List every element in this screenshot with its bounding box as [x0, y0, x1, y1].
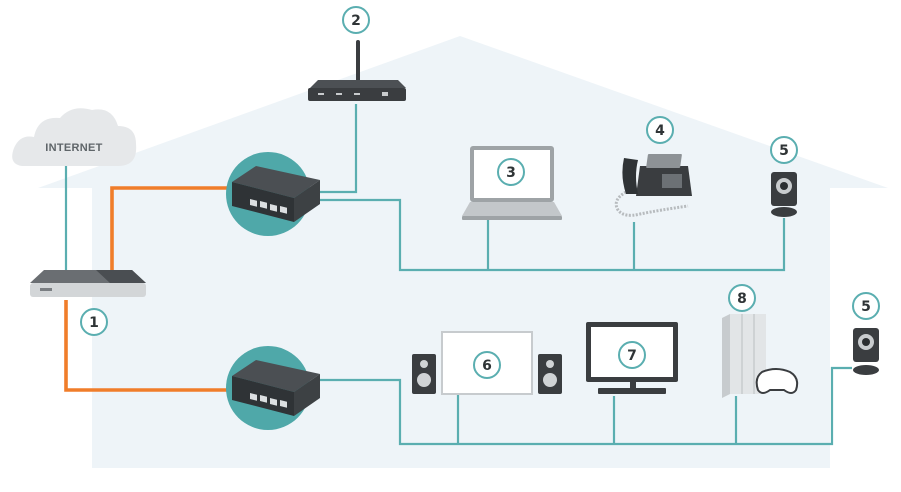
callout-5-upper-label: 5: [779, 143, 789, 159]
tv-with-speakers: [412, 331, 562, 395]
cable-switch-to-router: [320, 104, 358, 194]
modem-top-accent: [96, 270, 146, 283]
router-top: [310, 80, 406, 88]
speaker-right-tweeter: [546, 360, 554, 368]
switch-lower-port-1: [250, 393, 257, 401]
security-camera-upper: [771, 172, 797, 217]
phone-handset: [622, 158, 638, 194]
modem-body: [30, 283, 146, 297]
laptop-base-edge: [462, 216, 562, 220]
phone-display: [646, 154, 682, 168]
speaker-left-woofer: [417, 373, 431, 387]
switch-lower-top: [232, 360, 320, 392]
callout-3: 3: [497, 158, 525, 186]
router-led-3: [354, 93, 360, 95]
camera-lower-lens: [862, 338, 870, 346]
callout-5-upper: 5: [770, 136, 798, 164]
cable-modem-to-upper-switch: [110, 186, 232, 278]
router-led-1: [318, 93, 324, 95]
switch-upper-top: [232, 166, 320, 198]
callout-7-label: 7: [627, 348, 637, 364]
game-console: [722, 314, 799, 398]
cable-upper-switch-bus: [320, 198, 786, 272]
switch-lower-side: [294, 374, 320, 416]
callout-1: 1: [80, 308, 108, 336]
cable-modem-to-lower-switch: [64, 300, 232, 392]
phone-keypad: [662, 174, 682, 188]
callout-6-label: 6: [482, 358, 492, 374]
callout-8: 8: [728, 284, 756, 312]
console-side: [722, 314, 730, 398]
cable-lower-switch-bus: [320, 366, 852, 446]
callout-6: 6: [473, 351, 501, 379]
callout-3-label: 3: [506, 165, 516, 181]
game-controller: [755, 368, 799, 394]
callout-2: 2: [342, 6, 370, 34]
callout-4-label: 4: [655, 123, 665, 139]
camera-upper-stand: [771, 207, 797, 217]
tv-stand: [598, 388, 666, 394]
camera-upper-lens: [780, 182, 788, 190]
internet-label: INTERNET: [45, 142, 102, 154]
phone-cord: [614, 190, 689, 217]
internet-cloud: INTERNET: [12, 108, 137, 166]
camera-lower-stand: [853, 365, 879, 375]
switch-upper-port-2: [260, 201, 267, 209]
callout-5-lower-label: 5: [861, 299, 871, 315]
wifi-router: [308, 40, 406, 101]
switch-lower-port-2: [260, 395, 267, 403]
switch-upper-port-3: [270, 204, 277, 212]
modem-led: [40, 288, 52, 291]
house-background: [38, 36, 888, 468]
network-switch-upper: [226, 152, 320, 236]
router-led-4: [382, 92, 388, 96]
speaker-left-tweeter: [420, 360, 428, 368]
callout-1-label: 1: [89, 315, 99, 331]
security-camera-lower: [853, 328, 879, 375]
switch-upper-side: [294, 180, 320, 222]
switch-lower-port-4: [280, 400, 287, 408]
modem: [30, 270, 146, 297]
callout-2-label: 2: [351, 13, 361, 29]
callout-5-lower: 5: [852, 292, 880, 320]
switch-upper-port-4: [280, 206, 287, 214]
callout-4: 4: [646, 116, 674, 144]
switch-lower-port-3: [270, 398, 277, 406]
callout-8-label: 8: [737, 291, 747, 307]
router-led-2: [336, 93, 342, 95]
speaker-right-woofer: [543, 373, 557, 387]
callout-7: 7: [618, 341, 646, 369]
teal-cables: [64, 104, 852, 446]
tv-neck: [630, 382, 636, 388]
switch-upper-port-1: [250, 199, 257, 207]
laptop-keyboard-base: [462, 202, 562, 216]
network-switch-lower: [226, 346, 320, 430]
desk-phone: [614, 154, 692, 217]
orange-cables: [64, 186, 232, 392]
